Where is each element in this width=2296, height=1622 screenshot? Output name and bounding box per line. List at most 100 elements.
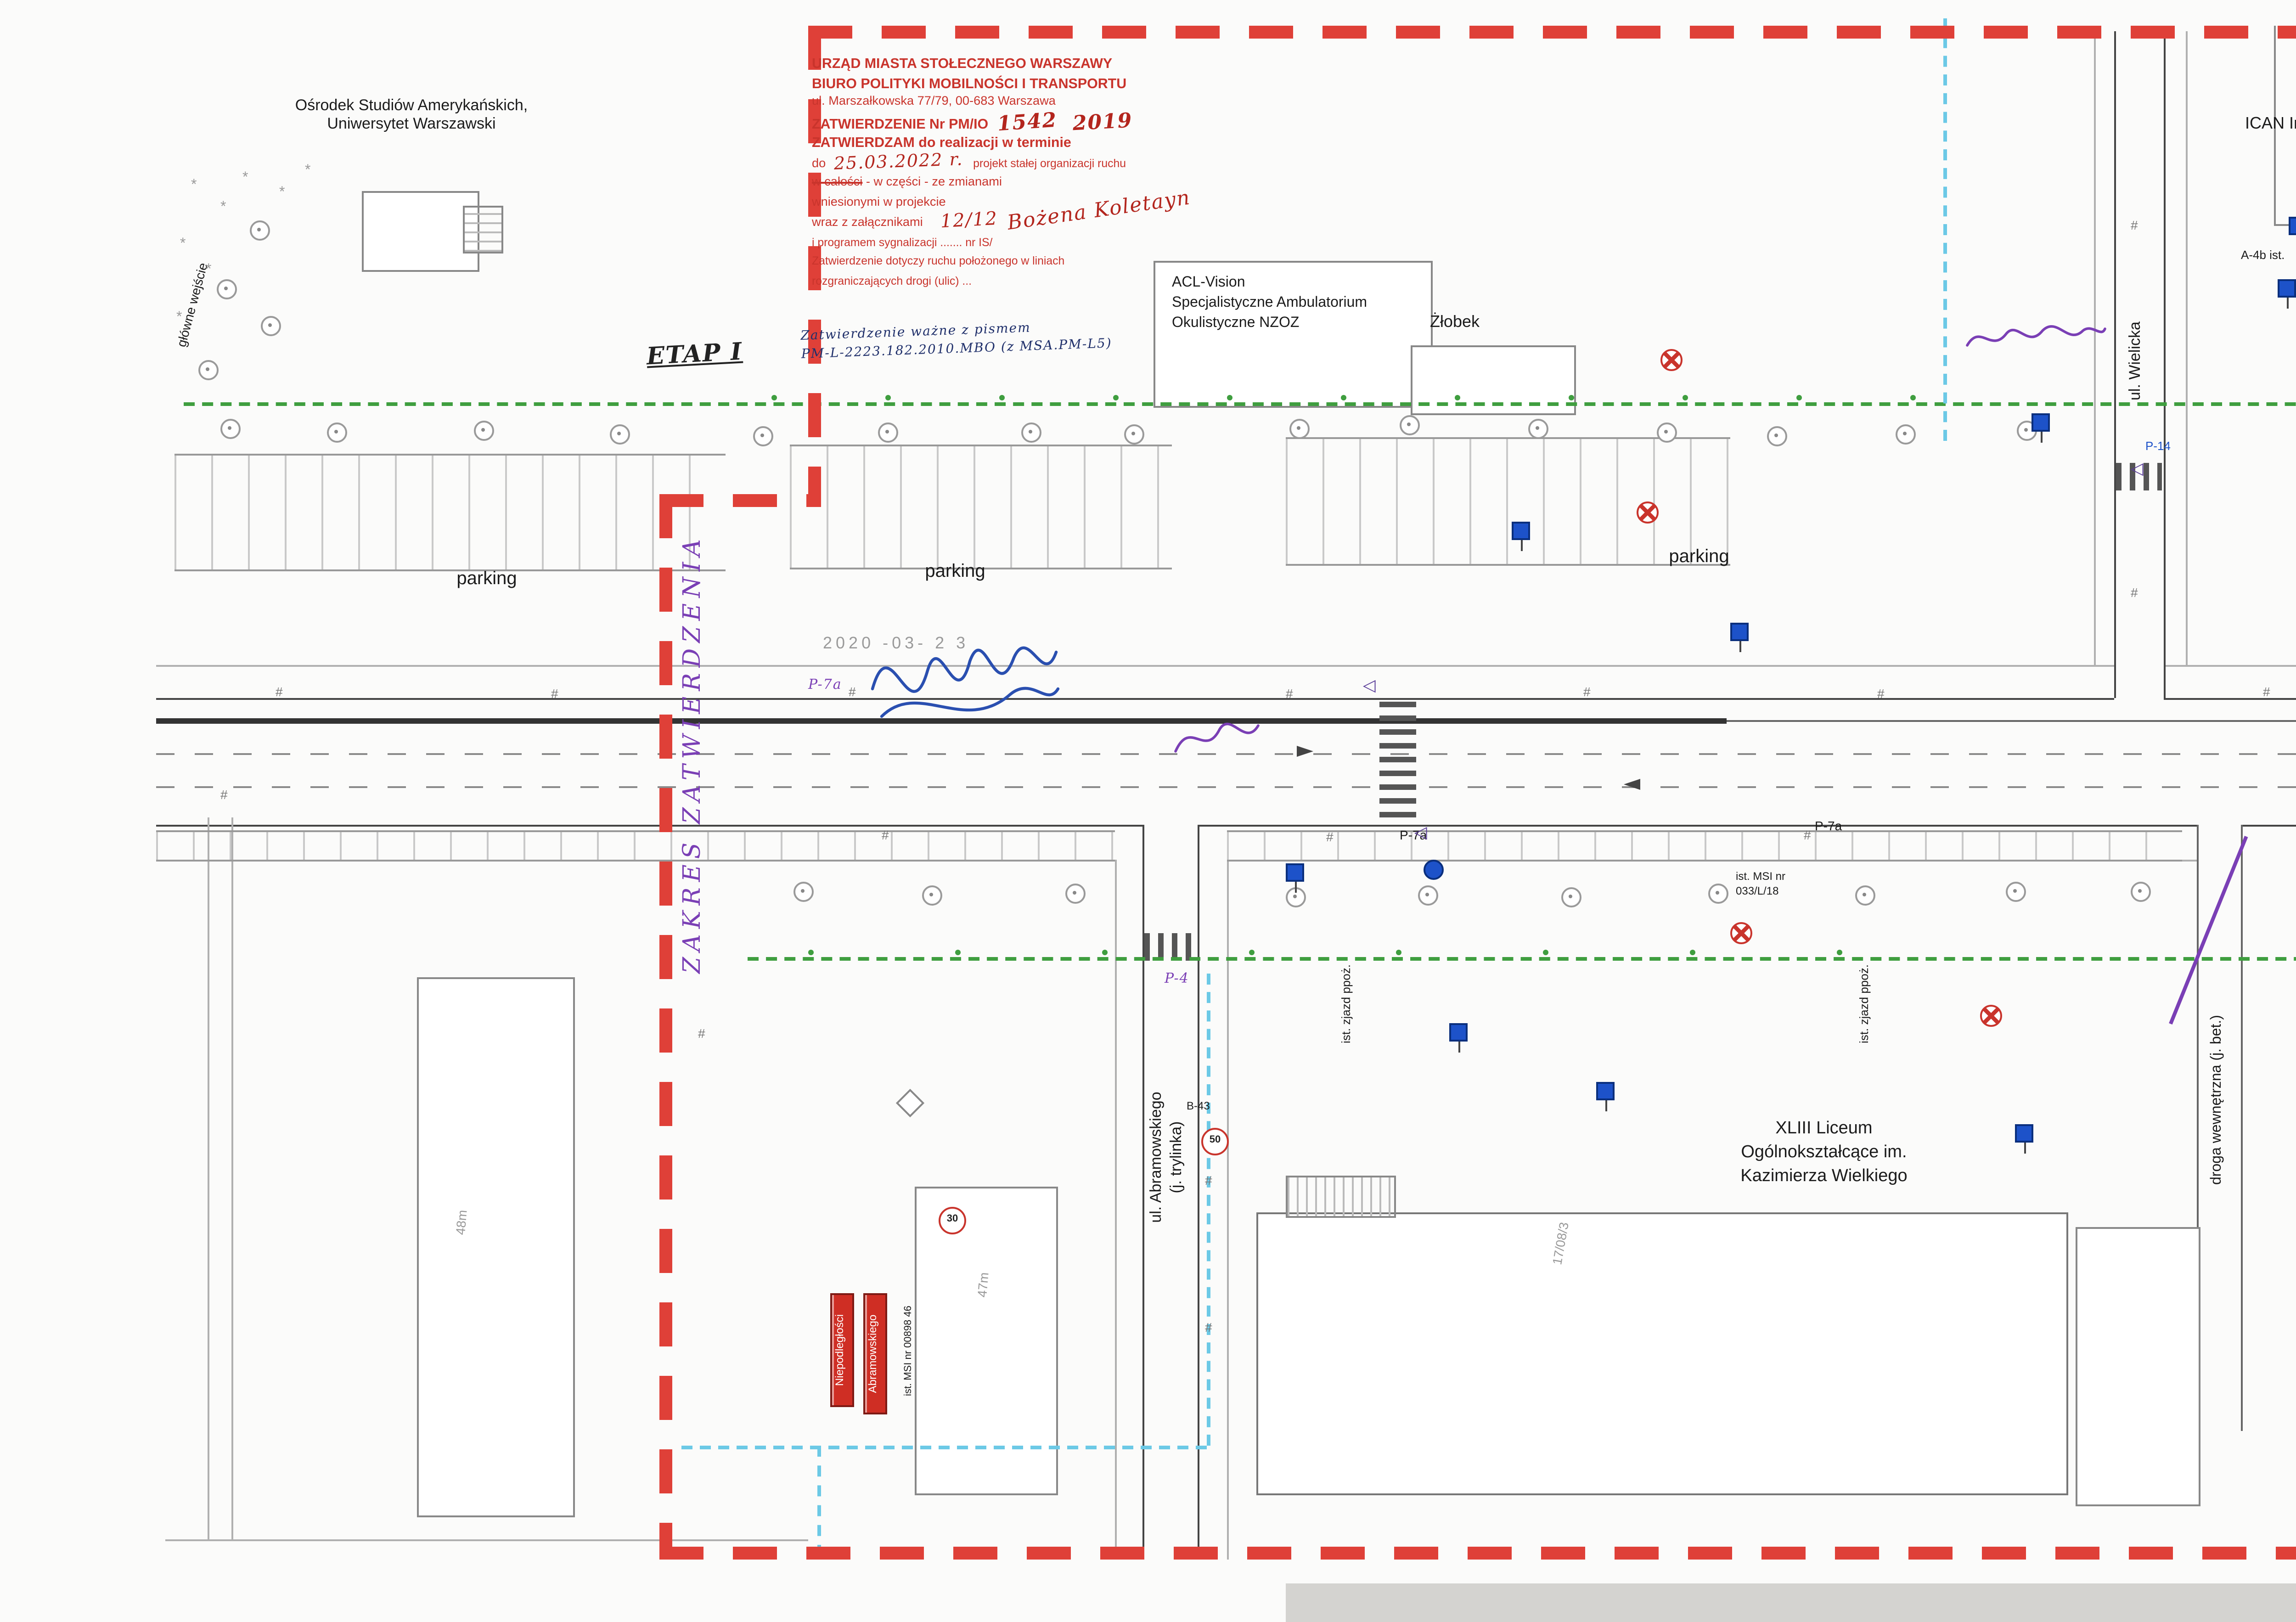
- label-msi-central: ist. MSI nr 033/L/18: [1736, 871, 1785, 900]
- tree-icon: [217, 279, 237, 299]
- road-edge-south: [1198, 825, 2197, 828]
- label-b43: B-43: [1187, 1102, 1210, 1113]
- stamp-wraz-line: wraz z załącznikami 12/12: [812, 209, 1179, 234]
- signature-scribble: [871, 646, 1060, 718]
- gate-hash-mark: #: [2131, 220, 2138, 233]
- label-p7a-purple: P-7a: [808, 676, 842, 693]
- removed-sign-icon: [1980, 1005, 2002, 1027]
- blue-sign-icon: [1512, 522, 1530, 551]
- tree-icon: [878, 422, 898, 443]
- parking-stalls: [174, 454, 726, 571]
- bollard-dot-icon: [1341, 395, 1347, 401]
- building-mid-left: [915, 1187, 1058, 1495]
- stamp-office-line1: URZĄD MIASTA STOŁECZNEGO WARSZAWY: [812, 55, 1113, 72]
- zebra-crossing-main: [1379, 702, 1416, 821]
- speed-limit-50-sign: 50: [1201, 1128, 1229, 1155]
- gate-hash-mark: #: [849, 687, 856, 700]
- road-edge-south: [156, 825, 1142, 828]
- county-road-boundary-line: [748, 957, 2296, 961]
- lane-marking: [156, 753, 2296, 755]
- bollard-dot-icon: [1910, 395, 1916, 401]
- stamp-wniesionymi-line: wniesionymi w projekcie: [812, 196, 946, 208]
- parking-stalls: [790, 445, 1172, 569]
- stamp-rozgr-line: rozgraniczających drogi (ulic) ...: [812, 275, 972, 287]
- stamp-wcalosci-label: w całości: [812, 176, 863, 189]
- stamp-wczesci-label: - w części - ze zmianami: [866, 176, 1002, 189]
- plot-boundary: [165, 1539, 808, 1541]
- street-edge-abramowskiego: [1142, 825, 1145, 1560]
- road-arrow: [1297, 746, 1313, 757]
- shrub-icon: *: [191, 176, 197, 193]
- tree-icon: [2131, 882, 2151, 902]
- label-p4: P-4: [1165, 970, 1189, 986]
- stamp-approval-year-hand: 2019: [1072, 107, 1133, 135]
- label-acl-line2: Specjalistyczne Ambulatorium: [1172, 294, 1367, 310]
- building-osrodek-stairs: [463, 206, 503, 253]
- plot-boundary: [208, 817, 209, 1539]
- stamp-dotyczy-line: Zatwierdzenie dotyczy ruchu położonego w…: [812, 255, 1065, 268]
- street-edge-wielicka: [2164, 31, 2167, 698]
- tree-icon: [1657, 422, 1677, 443]
- purple-scribble-top: [1966, 325, 2106, 347]
- bollard-dot-icon: [885, 395, 891, 401]
- road-edge-south: [2241, 825, 2296, 828]
- tree-icon: [1855, 885, 1875, 906]
- approval-boundary-bottom: [659, 1547, 2296, 1559]
- blue-sign-icon: [1596, 1082, 1615, 1111]
- tree-icon: [1708, 884, 1728, 904]
- gate-hash-mark: #: [698, 1029, 705, 1042]
- bollard-dot-icon: [955, 950, 961, 956]
- stamp-program-line: i programem sygnalizacji ....... nr IS/: [812, 236, 993, 249]
- label-msi-central-line1: ist. MSI nr: [1736, 873, 1786, 884]
- tree-icon: [250, 220, 270, 241]
- zebra-crossing-abramowskiego: [1144, 933, 1196, 961]
- lane-marking: [156, 786, 2296, 788]
- stamp-pages-hand: 12/12: [940, 209, 999, 233]
- stamp-approval-number-label: ZATWIERDZENIE Nr PM/IO: [812, 115, 989, 131]
- blue-circle-sign-icon: [1424, 860, 1444, 880]
- tree-icon: [327, 422, 347, 443]
- road-edge-north: [156, 698, 2114, 701]
- label-liceum-line1: XLIII Liceum: [1775, 1119, 1873, 1139]
- gate-hash-mark: #: [1877, 689, 1885, 702]
- bollard-dot-icon: [1249, 950, 1255, 956]
- tree-icon: [1124, 424, 1144, 445]
- blue-sign-icon: [2289, 217, 2296, 235]
- stamp-zatwierdzam-line: ZATWIERDZAM do realizacji w terminie: [812, 134, 1071, 151]
- sidewalk-edge: [2186, 31, 2188, 665]
- stamp-approval-number-line: ZATWIERDZENIE Nr PM/IO 1542 2019: [812, 107, 1179, 135]
- gate-hash-mark: #: [220, 790, 228, 803]
- gate-hash-mark: #: [1205, 1176, 1212, 1188]
- scan-bottom-strip: [1286, 1583, 2296, 1622]
- stamp-wraz-label: wraz z załącznikami: [812, 217, 923, 230]
- label-abramowskiego: ul. Abramowskiego (j. trylinka): [1146, 1019, 1187, 1295]
- tree-icon: [1065, 884, 1086, 904]
- road-median-line: [156, 718, 1727, 723]
- approval-boundary-left: [659, 494, 671, 1547]
- sidewalk-edge: [1115, 860, 1117, 1560]
- street-edge-internal-road: [2197, 825, 2199, 1431]
- label-p7a-1: P-7a: [1400, 830, 1427, 843]
- shrub-icon: *: [242, 169, 248, 186]
- annotation-zakres-left: ZAKRES ZATWIERDZENIA: [680, 534, 707, 974]
- stamp-date-hand: 25.03.2022 r.: [834, 149, 965, 174]
- street-plate-abramowskiego: Abramowskiego: [863, 1293, 887, 1414]
- bollard-dot-icon: [999, 395, 1005, 401]
- bollard-dot-icon: [1113, 395, 1119, 401]
- parking-stalls: [1227, 830, 2182, 862]
- sidewalk-edge: [1227, 860, 1229, 1560]
- stamp-approval-number-hand: 1542: [996, 107, 1058, 135]
- shrub-icon: *: [220, 198, 226, 215]
- stamp-wcalosci-line: w całości - w części - ze zmianami: [812, 175, 1179, 194]
- annotation-note: Zatwierdzenie ważne z pismem PM-L-2223.1…: [800, 318, 1112, 364]
- label-abramowskiego-line1: ul. Abramowskiego: [1146, 1092, 1165, 1223]
- label-acl: ACL-Vision Specjalistyczne Ambulatorium …: [1172, 272, 1367, 332]
- shrub-icon: *: [305, 162, 311, 178]
- label-osrodek: Ośrodek Studiów Amerykańskich, Uniwersyt…: [257, 96, 566, 132]
- label-zjazd-ppoz-2: ist. zjazd ppoż.: [1859, 964, 1872, 1043]
- building-osrodek: [362, 191, 479, 272]
- bollard-dot-icon: [1543, 950, 1549, 956]
- building-liceum-stairs: [1286, 1176, 1396, 1218]
- label-liceum-line2: Ogólnokształcące im.: [1741, 1143, 1907, 1163]
